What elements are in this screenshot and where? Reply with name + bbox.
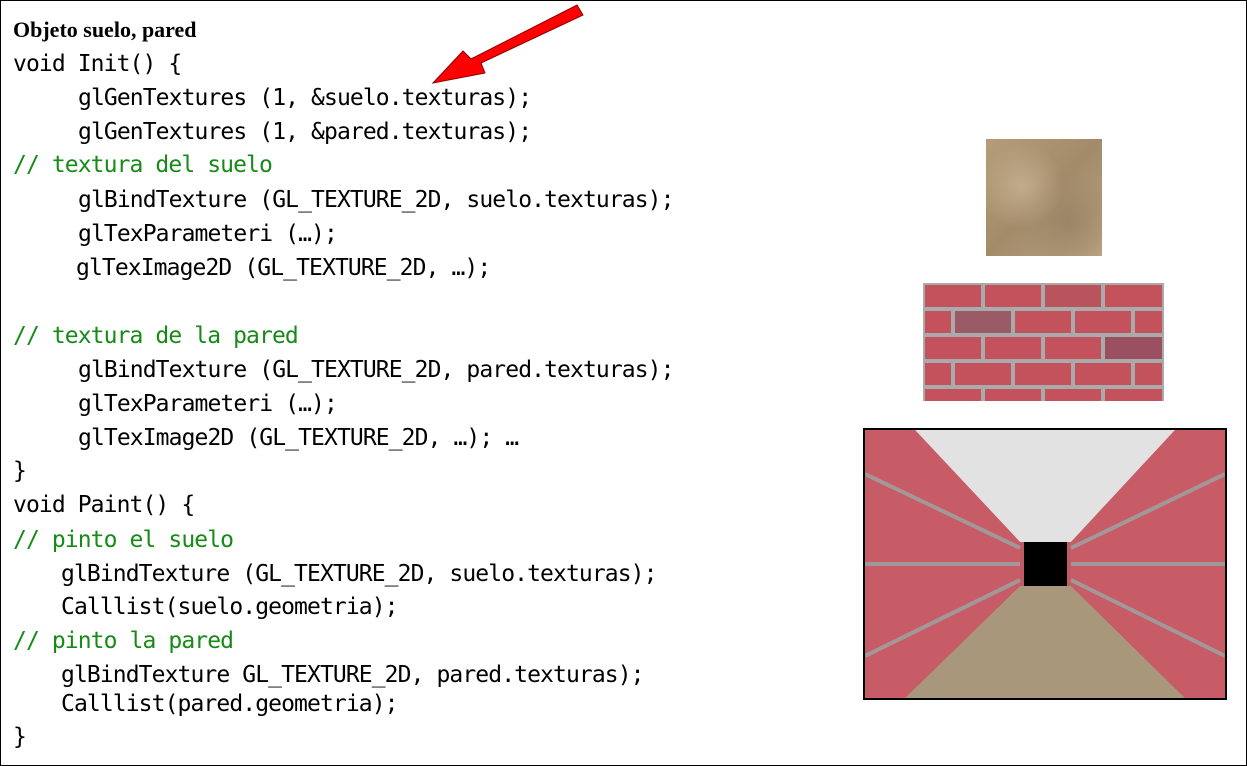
code-line: glGenTextures (1, &pared.texturas); <box>78 119 532 145</box>
code-line: } <box>13 458 27 484</box>
code-line: glGenTextures (1, &suelo.texturas); <box>78 85 532 111</box>
brick-texture-image <box>923 283 1164 401</box>
code-comment: // textura de la pared <box>13 323 299 349</box>
corridor-render-image <box>863 428 1227 700</box>
code-line: glTexImage2D (GL_TEXTURE_2D, …); <box>76 255 491 281</box>
code-comment: // pinto la pared <box>13 628 234 654</box>
code-line: void Init() { <box>13 51 182 77</box>
slide-title: Objeto suelo, pared <box>13 17 197 42</box>
code-line: Calllist(pared.geometria); <box>61 691 399 717</box>
code-line: glTexParameteri (…); <box>78 391 338 417</box>
code-line: glBindTexture (GL_TEXTURE_2D, pared.text… <box>78 357 674 383</box>
code-line: glBindTexture GL_TEXTURE_2D, pared.textu… <box>61 662 645 688</box>
code-comment: // textura del suelo <box>13 152 273 178</box>
code-line: Calllist(suelo.geometria); <box>61 594 399 620</box>
code-line: void Paint() { <box>13 492 195 518</box>
floor-texture-image <box>986 139 1102 256</box>
code-line: glBindTexture (GL_TEXTURE_2D, suelo.text… <box>61 561 657 587</box>
code-comment: // pinto el suelo <box>13 527 234 553</box>
code-line: glTexImage2D (GL_TEXTURE_2D, …); … <box>78 425 519 451</box>
code-line: glTexParameteri (…); <box>78 221 338 247</box>
code-line: glBindTexture (GL_TEXTURE_2D, suelo.text… <box>78 187 674 213</box>
code-line: } <box>13 724 27 750</box>
